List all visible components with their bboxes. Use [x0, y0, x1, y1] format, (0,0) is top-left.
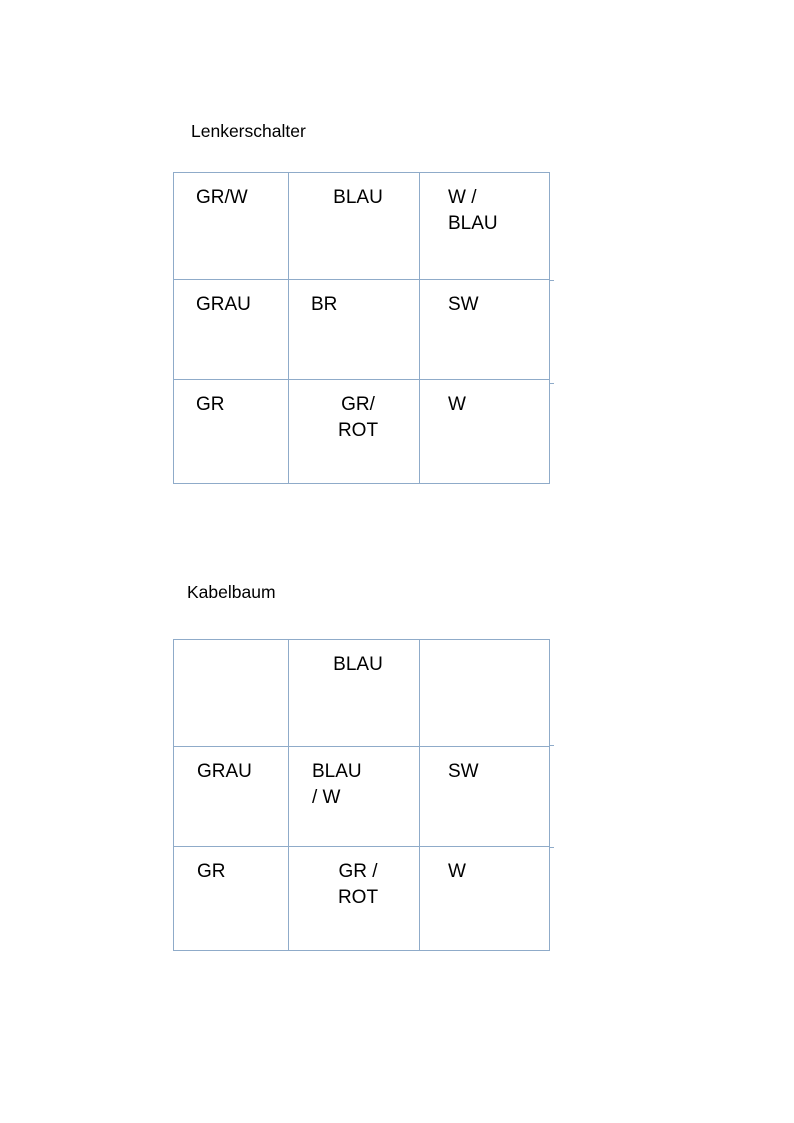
- table-cell: GR / ROT: [288, 846, 420, 951]
- cell-text: SW: [448, 294, 479, 315]
- table-cell: W / BLAU: [419, 172, 550, 280]
- cell-text: GR/ ROT: [337, 394, 379, 441]
- section-heading-lenkerschalter: Lenkerschalter: [191, 121, 306, 141]
- wire-color-table-kabelbaum: BLAU GRAU BLAU / W SW GR GR / ROT W: [173, 639, 550, 951]
- table-cell: GRAU: [173, 279, 289, 380]
- cell-text: W / BLAU: [448, 187, 498, 234]
- row-divider-overhang: [549, 745, 554, 746]
- cell-text: W: [448, 861, 466, 882]
- cell-text: GR: [196, 394, 225, 415]
- table-cell: BLAU: [288, 639, 420, 747]
- cell-text: BLAU: [333, 187, 383, 208]
- table-cell: W: [419, 379, 550, 484]
- table-cell: GRAU: [173, 746, 289, 847]
- table-cell: SW: [419, 279, 550, 380]
- cell-text: GRAU: [197, 761, 252, 782]
- section-heading-kabelbaum: Kabelbaum: [187, 582, 276, 602]
- cell-text: GR/W: [196, 187, 248, 208]
- table-row: GR/W BLAU W / BLAU: [173, 172, 550, 280]
- cell-text: BR: [311, 294, 338, 315]
- cell-text: GRAU: [196, 294, 251, 315]
- row-divider-overhang: [549, 847, 554, 848]
- table-cell: GR: [173, 379, 289, 484]
- cell-text: BLAU: [333, 654, 383, 675]
- table-cell: BLAU: [288, 172, 420, 280]
- table-cell: W: [419, 846, 550, 951]
- table-cell: [419, 639, 550, 747]
- table-cell: GR/W: [173, 172, 289, 280]
- cell-text: GR / ROT: [337, 861, 379, 908]
- row-divider-overhang: [549, 383, 554, 384]
- table-cell: BR: [288, 279, 420, 380]
- table-cell: SW: [419, 746, 550, 847]
- cell-text: SW: [448, 761, 479, 782]
- table-cell: GR/ ROT: [288, 379, 420, 484]
- table-row: GRAU BR SW: [173, 279, 550, 380]
- table-row: BLAU: [173, 639, 550, 747]
- table-cell: GR: [173, 846, 289, 951]
- wire-color-table-lenkerschalter: GR/W BLAU W / BLAU GRAU BR SW GR GR/ ROT…: [173, 172, 550, 484]
- table-row: GRAU BLAU / W SW: [173, 746, 550, 847]
- cell-text: GR: [197, 861, 226, 882]
- table-row: GR GR / ROT W: [173, 846, 550, 951]
- row-divider-overhang: [549, 280, 554, 281]
- table-cell: BLAU / W: [288, 746, 420, 847]
- table-cell: [173, 639, 289, 747]
- table-row: GR GR/ ROT W: [173, 379, 550, 484]
- cell-text: BLAU / W: [312, 761, 362, 808]
- cell-text: W: [448, 394, 466, 415]
